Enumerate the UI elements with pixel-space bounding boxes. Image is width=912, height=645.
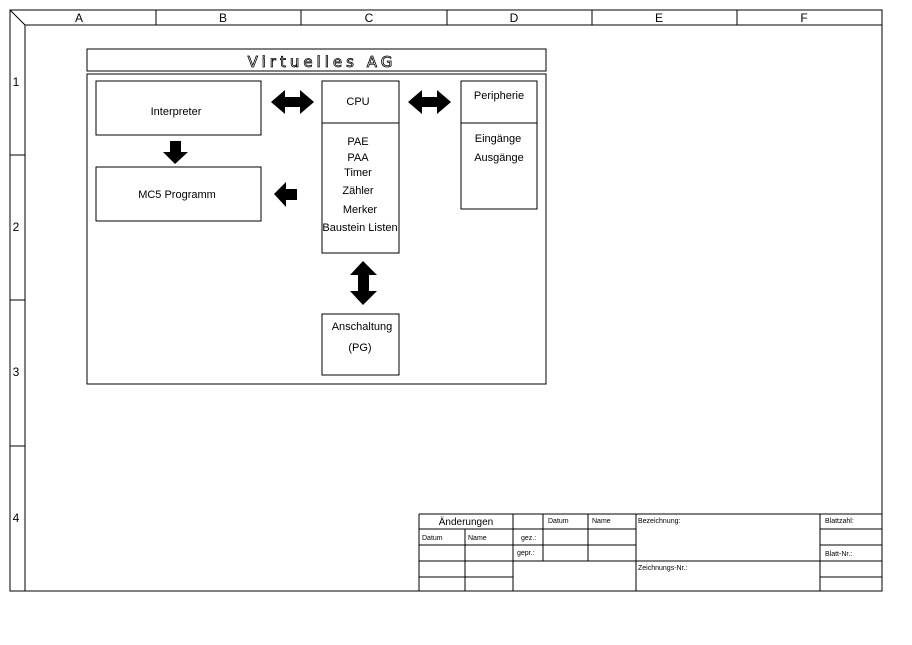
diagram-title: Virtuelles AG: [248, 53, 397, 71]
title-block: [418, 513, 882, 591]
mc5-program-label: MC5 Programm: [138, 189, 216, 201]
blatt-nr-label: Blatt-Nr.:: [825, 551, 852, 558]
anschaltung-label: Anschaltung: [332, 321, 393, 333]
peripherie-label: Peripherie: [474, 90, 524, 102]
gez-label: gez.:: [521, 535, 536, 542]
aenderungen-datum-label: Datum: [422, 535, 443, 542]
cpu-item-paa: PAA: [347, 152, 369, 164]
anschaltung-sub-label: (PG): [348, 342, 371, 354]
column-label-f: F: [800, 11, 807, 25]
column-label-c: C: [365, 11, 374, 25]
bezeichnung-label: Bezeichnung:: [638, 518, 680, 525]
blattzahl-label: Blattzahl:: [825, 518, 854, 525]
cpu-item-baustein-listen: Baustein Listen: [322, 222, 397, 234]
gepr-label: gepr.:: [517, 550, 535, 557]
zeichnungs-nr-label: Zeichnungs-Nr.:: [638, 565, 687, 572]
datum-label: Datum: [548, 518, 569, 525]
row-label-3: 3: [13, 365, 20, 379]
interpreter-label: Interpreter: [151, 106, 202, 118]
cpu-item-zaehler: Zähler: [342, 185, 374, 197]
peripherie-box: [460, 80, 538, 210]
double-arrow-horizontal-icon: [408, 90, 451, 114]
cpu-item-pae: PAE: [347, 136, 368, 148]
peripherie-item-ausgaenge: Ausgänge: [474, 152, 524, 164]
aenderungen-label: Änderungen: [439, 516, 494, 528]
column-label-d: D: [510, 11, 519, 25]
row-label-1: 1: [13, 75, 20, 89]
row-label-2: 2: [13, 220, 20, 234]
cpu-box: [321, 80, 400, 254]
arrow-down-icon: [163, 141, 188, 164]
column-label-e: E: [655, 11, 663, 25]
mc5-program-box: [95, 166, 262, 222]
interpreter-box: [95, 80, 262, 136]
column-label-b: B: [219, 11, 227, 25]
cpu-item-timer: Timer: [344, 167, 372, 179]
column-label-a: A: [75, 11, 83, 25]
cpu-label: CPU: [346, 96, 369, 108]
cpu-item-merker: Merker: [343, 204, 378, 216]
name-label: Name: [592, 518, 611, 525]
corner-diagonal: [9, 9, 26, 26]
aenderungen-name-label: Name: [468, 535, 487, 542]
peripherie-item-eingaenge: Eingänge: [475, 133, 522, 145]
double-arrow-vertical-icon: [350, 261, 377, 305]
arrow-left-icon: [274, 182, 297, 207]
double-arrow-horizontal-icon: [271, 90, 314, 114]
diagram-title-box: [86, 48, 547, 72]
row-label-4: 4: [13, 511, 20, 525]
anschaltung-box: [321, 313, 400, 376]
